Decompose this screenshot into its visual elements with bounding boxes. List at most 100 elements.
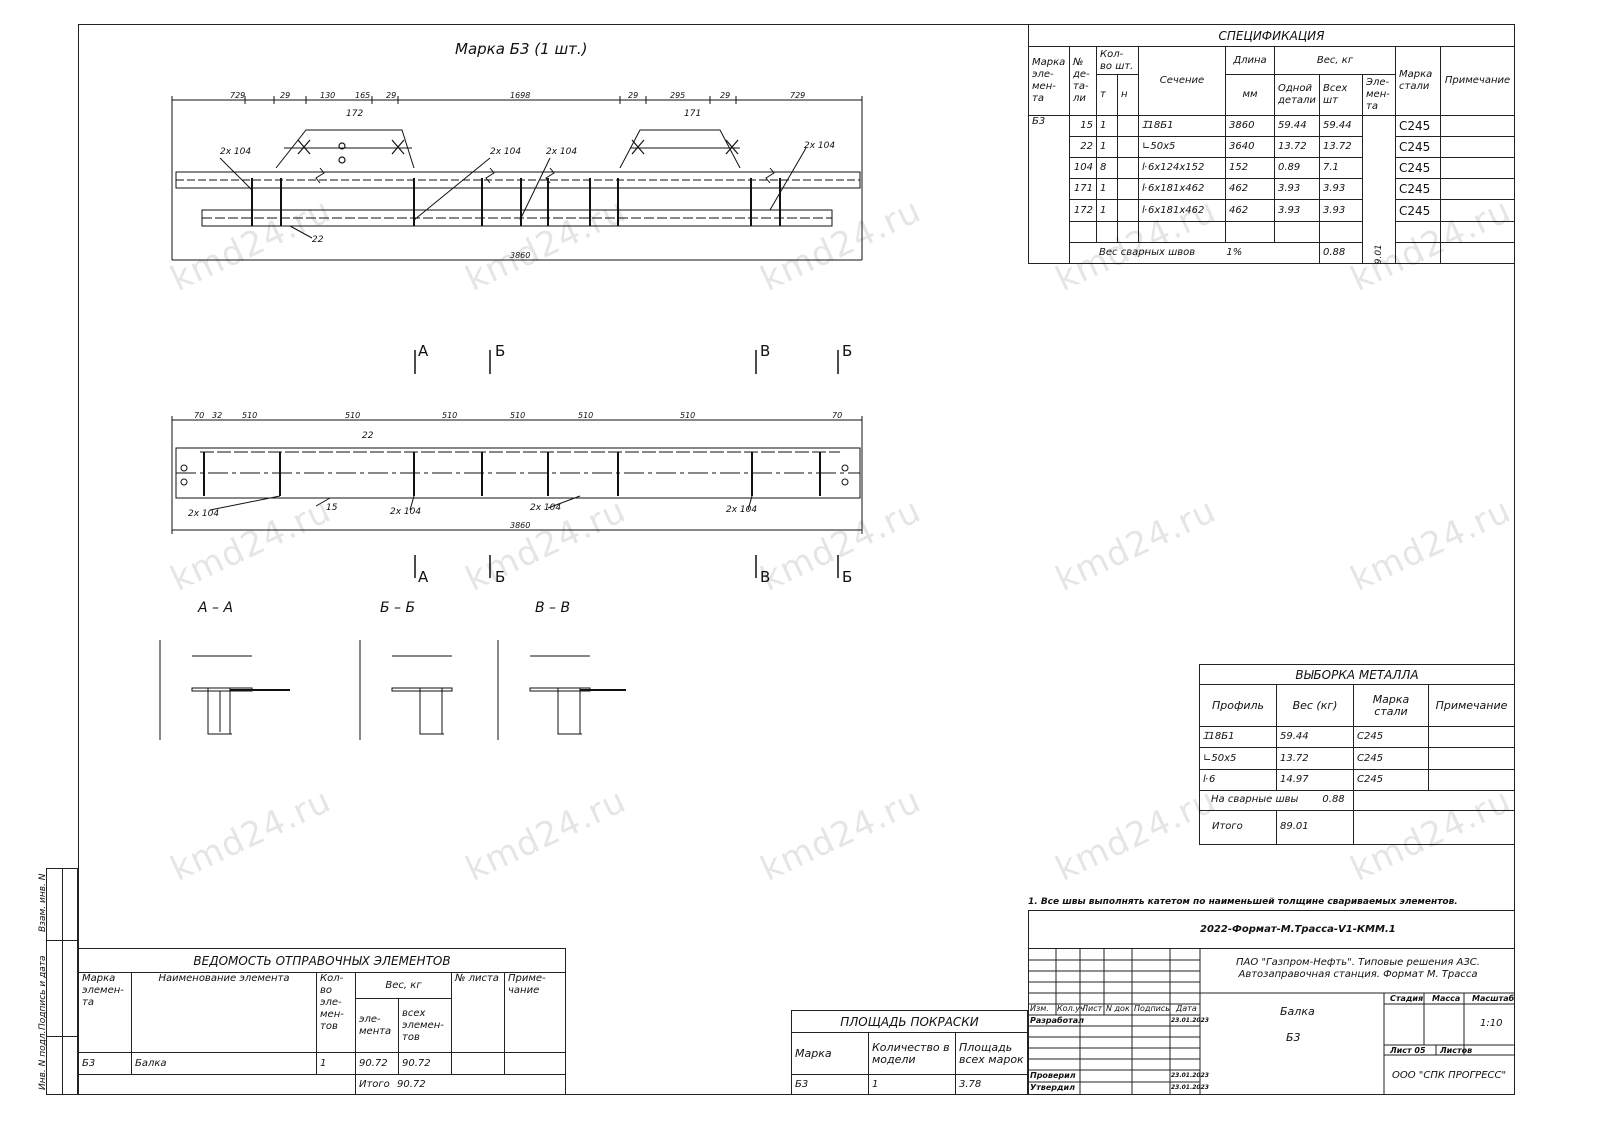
spec-h-note: Примечание — [1440, 46, 1515, 116]
spec-r3-num: 104 — [1069, 157, 1097, 180]
spec-r1-steel: C245 — [1395, 114, 1441, 137]
plan-dim-1: 70 — [194, 411, 204, 420]
tb-project: ПАО "Газпром-Нефть". Типовые решения АЗС… — [1236, 957, 1480, 980]
spec-h-weight: Вес, кг — [1274, 46, 1396, 76]
ship-h-sheet: № листа — [451, 972, 505, 1053]
spec-h-mm: мм — [1225, 74, 1275, 116]
spec-h-length: Длина — [1225, 46, 1275, 76]
spec-r4-length: 462 — [1225, 178, 1275, 201]
spec-r3-length: 152 — [1225, 157, 1275, 180]
elevation-ticks — [171, 96, 863, 104]
ship-h-name: Наименование элемента — [131, 972, 317, 1053]
spec-r1-num: 15 — [1069, 114, 1097, 137]
plan-label-15: 15 — [326, 503, 338, 513]
tb-date-check: 23.01.2023 — [1171, 1072, 1209, 1079]
plan-dim-7: 510 — [578, 411, 593, 420]
side-label-sign: Подпись и дата — [38, 955, 48, 1030]
spec-r5-t: 1 — [1096, 199, 1118, 222]
cut-a-bottom: А — [418, 568, 429, 586]
tb-col-kol: Кол.уч — [1057, 1004, 1085, 1013]
plan-label-104c: 2х 104 — [530, 503, 561, 513]
metal-r2-steel: C245 — [1353, 747, 1429, 770]
ship-h-weight: Вес, кг — [355, 972, 452, 999]
top-dim-5: 29 — [386, 91, 396, 100]
paint-title: ПЛОЩАДЬ ПОКРАСКИ — [791, 1010, 1028, 1033]
tb-role-check: Проверил — [1030, 1071, 1076, 1080]
elev-label-104c: 2х 104 — [546, 147, 577, 157]
ship-h-elem: эле- мента — [355, 998, 399, 1053]
plan-dim-4: 510 — [345, 411, 360, 420]
elevation-view — [171, 99, 863, 261]
spec-r4-steel: C245 — [1395, 178, 1441, 201]
ship-r-name: Балка — [131, 1052, 317, 1075]
ship-r-all: 90.72 — [398, 1052, 452, 1075]
spec-r3-one: 0.89 — [1274, 157, 1320, 180]
paint-h-area: Площадь всех марок — [955, 1032, 1028, 1075]
top-dim-7: 29 — [628, 91, 638, 100]
cut-v-top: В — [760, 342, 771, 360]
metal-r2-profile: ∟50х5 — [1199, 747, 1277, 770]
cut-b2-bottom: Б — [842, 568, 853, 586]
spec-h-t: т — [1096, 74, 1118, 116]
plan-dim-5: 510 — [442, 411, 457, 420]
metal-total-val: 89.01 — [1276, 809, 1354, 846]
section-title-aa: А – А — [198, 600, 234, 616]
tb-col-date: Дата — [1176, 1004, 1197, 1013]
plan-dim-8: 510 — [680, 411, 695, 420]
metal-weld-label: На сварные швы — [1211, 794, 1299, 806]
spec-h-qty: Кол-во шт. — [1096, 46, 1139, 76]
top-dim-1: 729 — [230, 91, 245, 100]
shipping-table: ВЕДОМОСТЬ ОТПРАВОЧНЫХ ЭЛЕМЕНТОВ Марка эл… — [78, 948, 566, 1095]
tb-name-1: Балка — [1280, 1005, 1315, 1018]
top-dim-3: 130 — [320, 91, 335, 100]
elev-label-104a: 2х 104 — [220, 147, 251, 157]
tb-date-dev: 23.01.2023 — [1171, 1017, 1209, 1024]
paint-r-area: 3.78 — [955, 1074, 1028, 1095]
elevation-overall-dim: 3860 — [510, 251, 530, 260]
spec-r5-steel: C245 — [1395, 199, 1441, 222]
metal-r1-weight: 59.44 — [1276, 726, 1354, 749]
plan-view — [171, 416, 863, 534]
plan-label-104d: 2х 104 — [726, 505, 757, 515]
spec-r5-section: ŀ 6х181х462 — [1138, 199, 1226, 222]
spec-h-mark: Марка эле- мен- та — [1028, 46, 1070, 116]
spec-r2-all: 13.72 — [1319, 135, 1363, 159]
ship-r-qty: 1 — [316, 1052, 356, 1075]
spec-r3-all: 7.1 — [1319, 157, 1363, 180]
top-dim-4: 165 — [355, 91, 370, 100]
spec-r2-section: ∟50х5 — [1138, 135, 1226, 159]
spec-r1-all: 59.44 — [1319, 114, 1363, 137]
tb-grid — [1028, 949, 1515, 1095]
tb-mass: Масса — [1432, 994, 1461, 1003]
elev-label-172: 172 — [346, 109, 363, 119]
spec-weld-label: Вес сварных швов — [1099, 246, 1196, 258]
elev-label-171: 171 — [684, 109, 701, 119]
spec-r1-section: Ɪ18Б1 — [1138, 114, 1226, 137]
spec-r2-num: 22 — [1069, 135, 1097, 159]
ship-r-mark: Б3 — [78, 1052, 132, 1075]
section-vv — [497, 640, 626, 740]
ship-h-note: Приме- чание — [504, 972, 566, 1053]
spec-r4-all: 3.93 — [1319, 178, 1363, 201]
cut-b-top: Б — [495, 342, 506, 360]
metal-h-weight: Вес (кг) — [1276, 684, 1354, 728]
plan-overall-dim: 3860 — [510, 521, 530, 530]
spec-h-elem: Эле- мен- та — [1362, 74, 1396, 116]
metal-r3-profile: ŀ 6 — [1199, 768, 1277, 791]
section-title-vv: В – В — [535, 600, 571, 616]
tb-code-row — [1028, 910, 1515, 949]
spec-r1-one: 59.44 — [1274, 114, 1320, 137]
metal-h-note: Примечание — [1428, 684, 1515, 728]
cut-v-bottom: В — [760, 568, 771, 586]
spec-r2-one: 13.72 — [1274, 135, 1320, 159]
plan-label-104b: 2х 104 — [390, 507, 421, 517]
metal-weld-val: 0.88 — [1322, 794, 1345, 806]
spec-r4-section: ŀ 6х181х462 — [1138, 178, 1226, 201]
spec-weld-val: 0.88 — [1319, 241, 1363, 265]
elev-label-104d: 2х 104 — [804, 141, 835, 151]
ship-total-label: Итого — [359, 1078, 390, 1090]
spec-r1-n — [1117, 114, 1139, 137]
metal-r3-weight: 14.97 — [1276, 768, 1354, 791]
tb-sheet: Лист 05 — [1390, 1046, 1426, 1055]
spec-r4-num: 171 — [1069, 178, 1097, 201]
